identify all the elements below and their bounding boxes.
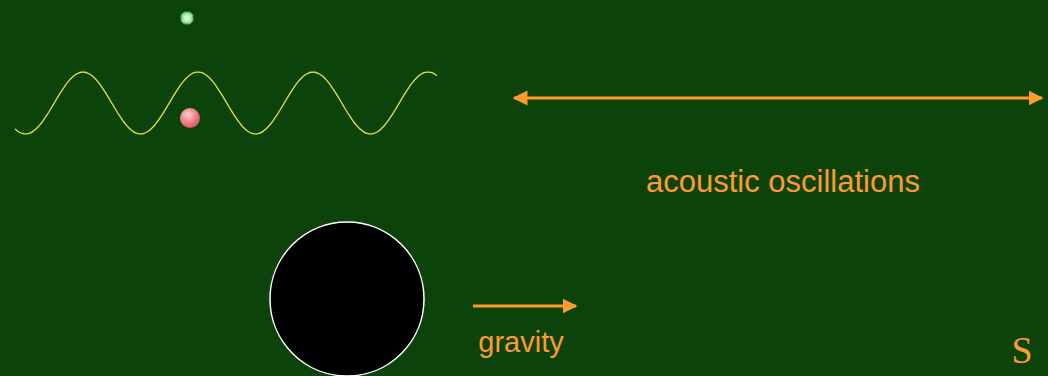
- gravity-arrow: [473, 305, 576, 308]
- photon-dot: [181, 12, 193, 24]
- double-arrow: [514, 97, 1042, 100]
- black-hole: [270, 222, 424, 376]
- sine-wave: [15, 72, 437, 134]
- symbol-letter: S: [1011, 330, 1032, 372]
- arrow-label: gravity: [478, 327, 563, 359]
- baryon-ball: [180, 108, 200, 128]
- arrow-label: acoustic oscillations: [646, 165, 920, 199]
- sine-wave-path: [15, 72, 437, 134]
